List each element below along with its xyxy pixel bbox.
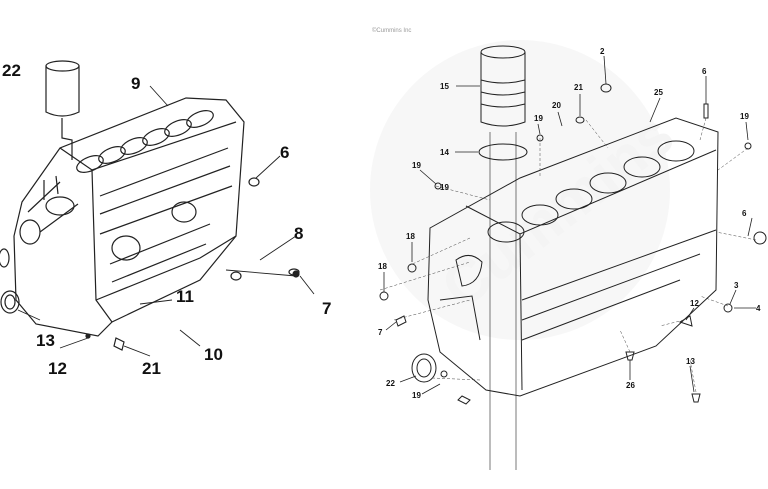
callout-label: 10 xyxy=(204,345,223,364)
callout-label: 12 xyxy=(48,359,67,378)
callout-label: 18 xyxy=(406,232,415,241)
left-callout-labels: 22 9 6 8 7 11 10 13 12 21 xyxy=(2,61,331,378)
left-small-parts xyxy=(0,177,300,351)
callout-label: 21 xyxy=(142,359,161,378)
callout-label: 6 xyxy=(742,209,747,218)
cummins-watermark: Cummins xyxy=(370,40,686,340)
callout-label: 3 xyxy=(734,281,739,290)
right-block-body xyxy=(427,117,719,397)
callout-label: 12 xyxy=(690,299,699,308)
right-leader-lines xyxy=(383,55,756,395)
callout-label: 6 xyxy=(280,143,289,162)
callout-label: 19 xyxy=(534,114,543,123)
copyright-notice: ©Cummins Inc xyxy=(372,27,411,34)
callout-label: 6 xyxy=(702,67,707,76)
callout-label: 7 xyxy=(378,328,383,337)
callout-label: 20 xyxy=(552,101,561,110)
right-cylinder-bores xyxy=(487,140,695,243)
callout-label: 13 xyxy=(686,357,695,366)
callout-label: 19 xyxy=(440,183,449,192)
callout-label: 26 xyxy=(626,381,635,390)
callout-label: 22 xyxy=(2,61,21,80)
callout-label: 25 xyxy=(654,88,663,97)
right-small-parts xyxy=(379,83,767,405)
callout-label: 13 xyxy=(36,331,55,350)
callout-label: 9 xyxy=(131,74,140,93)
callout-label: 14 xyxy=(440,148,449,157)
callout-label: 19 xyxy=(412,161,421,170)
callout-label: 4 xyxy=(756,304,761,313)
right-callout-labels: 2 21 20 15 25 19 19 14 19 18 18 7 22 19 … xyxy=(378,47,761,400)
callout-label: 2 xyxy=(600,47,605,56)
callout-label: 15 xyxy=(440,82,449,91)
right-engine-block-diagram: Cummins ©Cummins Inc xyxy=(370,27,767,470)
callout-label: 7 xyxy=(322,299,331,318)
callout-label: 8 xyxy=(294,224,303,243)
callout-label: 21 xyxy=(574,83,583,92)
callout-label: 19 xyxy=(412,391,421,400)
left-engine-block-diagram xyxy=(0,60,315,357)
left-block-body xyxy=(13,97,245,337)
right-alignment-lines xyxy=(379,117,757,393)
callout-label: 19 xyxy=(740,112,749,121)
callout-label: 22 xyxy=(386,379,395,388)
left-leader-lines xyxy=(17,85,315,357)
callout-label: 18 xyxy=(378,262,387,271)
cylinder-liner-part xyxy=(478,45,528,470)
left-cylinder-bores xyxy=(19,110,214,261)
cylinder-liner-part xyxy=(45,60,80,160)
callout-label: 11 xyxy=(176,287,194,306)
